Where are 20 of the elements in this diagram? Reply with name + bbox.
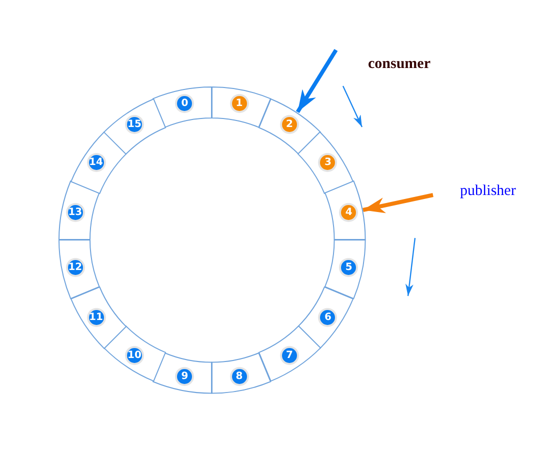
arrow [362, 193, 434, 214]
publisher-label: publisher [460, 183, 516, 200]
slot-number: 13 [68, 205, 83, 220]
slot-number: 14 [88, 154, 104, 170]
slot-number: 5 [341, 260, 356, 275]
slot-number: 8 [232, 369, 247, 384]
slot-number: 0 [177, 96, 192, 111]
slot-number: 11 [88, 310, 104, 325]
slot-number: 4 [341, 205, 356, 220]
slot-number: 2 [282, 116, 297, 132]
slot-number: 1 [232, 96, 247, 111]
slot-number: 3 [320, 154, 336, 170]
slot-number: 6 [320, 310, 336, 325]
arrow [296, 48, 338, 114]
slot-number: 15 [126, 116, 142, 132]
slot-number: 7 [282, 348, 297, 364]
slot-number: 9 [177, 369, 192, 384]
consumer-label: consumer [368, 56, 430, 73]
slot-number: 10 [126, 348, 142, 364]
slot-number: 12 [68, 260, 83, 275]
